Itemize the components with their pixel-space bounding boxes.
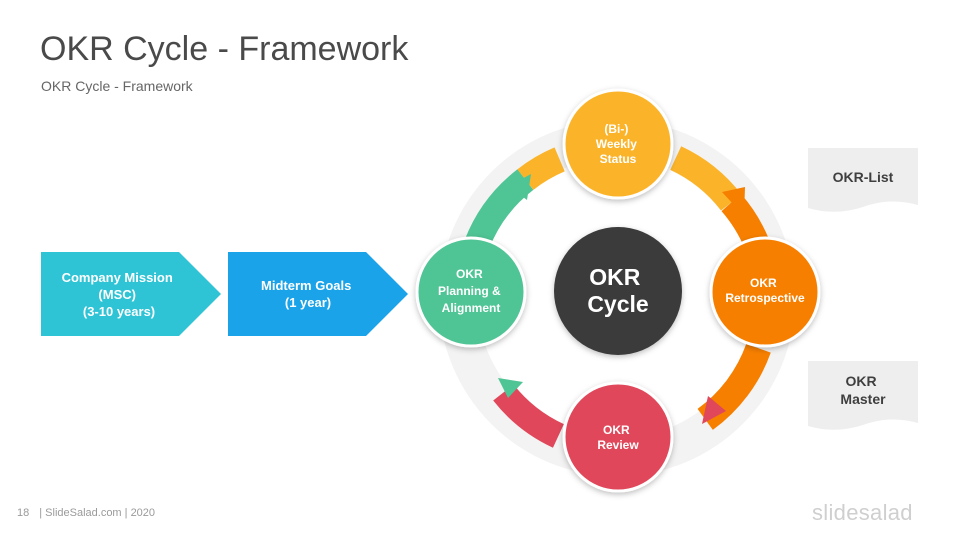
company-mission-label: Company Mission (MSC) (3-10 years) [62,270,177,319]
node-okr-review [562,381,674,493]
node-weekly-status [562,88,674,200]
retrospective-label: OKR Retrospective [725,276,805,305]
planning-line2: Planning & [438,284,501,298]
retro-line2: Retrospective [725,291,805,305]
okr-master-label: OKR Master [840,373,886,407]
arc-review-to-planning [493,384,565,448]
company-mission-line2: (MSC) [98,287,136,302]
company-mission-line3: (3-10 years) [83,304,155,319]
review-label: OKR Review [597,423,639,452]
document-okr-list [808,148,918,212]
footer-credit: | SlideSalad.com | 2020 [39,507,156,519]
center-line2: Cycle [587,291,648,317]
center-circle [554,227,682,355]
midterm-goals-line2: (1 year) [285,295,331,310]
weekly-line2: Weekly [596,137,637,151]
okr-master-line2: Master [840,391,886,407]
weekly-status-label: (Bi-) Weekly Status [596,122,640,166]
midterm-goals-line1: Midterm Goals [261,278,351,293]
center-line1: OKR [589,264,641,290]
footer: 18 | SlideSalad.com | 2020 [17,507,155,519]
node-okr-retrospective [709,236,821,348]
company-mission-line1: Company Mission [62,270,173,285]
page-title: OKR Cycle - Framework [40,30,409,68]
okr-list-label: OKR-List [833,169,894,185]
node-okr-planning-alignment [415,236,527,348]
weekly-line1: (Bi-) [604,122,628,136]
company-mission-chevron [41,252,221,336]
weekly-line3: Status [600,152,637,166]
page-number: 18 [17,507,30,519]
okr-master-line1: OKR [845,373,876,389]
document-okr-master [808,361,918,430]
planning-line3: Alignment [442,301,501,315]
center-label: OKR Cycle [587,264,648,317]
review-line2: Review [597,438,639,452]
planning-line1: OKR [456,267,483,281]
arrowhead-review [702,396,726,424]
midterm-goals-chevron [228,252,408,336]
planning-label: OKR Planning & Alignment [438,267,504,315]
review-line1: OKR [603,423,630,437]
arrowhead-retro [722,187,745,216]
retro-line1: OKR [750,276,777,290]
page-subtitle: OKR Cycle - Framework [41,78,193,94]
arrowhead-weekly [509,174,531,200]
arrowhead-planning [498,378,523,398]
midterm-goals-label: Midterm Goals (1 year) [261,278,355,310]
brand-logo: slidesalad [812,500,913,525]
